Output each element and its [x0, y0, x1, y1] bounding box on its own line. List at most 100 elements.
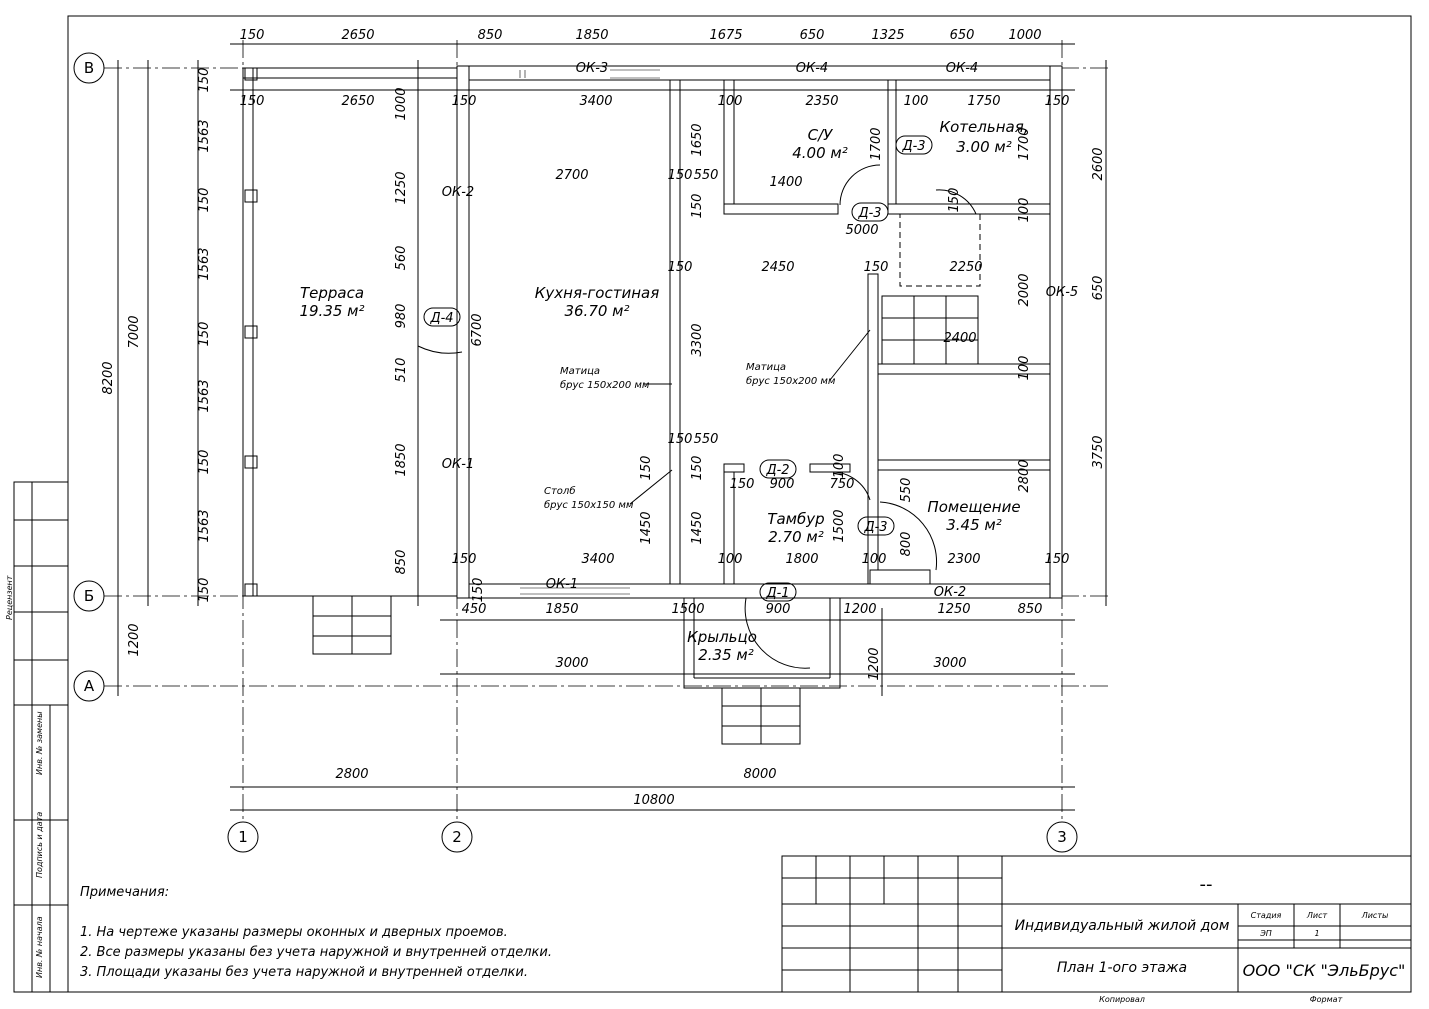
note-3: 3. Площади указаны без учета наружной и … — [80, 965, 528, 980]
dim-1400: 1400 — [769, 175, 802, 190]
room-terrace-area: 19.35 м² — [299, 302, 364, 320]
dim-550a: 550 — [694, 168, 719, 183]
opening-labels: ОК-3 ОК-4 ОК-4 ОК-2 ОК-1 ОК-1 ОК-2 ОК-5 … — [423, 61, 1078, 602]
dim-inner-8: 150 — [1045, 94, 1070, 109]
window-ok1b-label: ОК-1 — [546, 577, 578, 592]
axis-marker-1 — [227, 821, 259, 853]
dim-2300: 2300 — [947, 552, 980, 567]
dim-150c: 150 — [947, 188, 962, 213]
beam1-title: Матица — [560, 366, 600, 377]
dim-bot-6: 850 — [1018, 602, 1043, 617]
dim-2400: 2400 — [943, 331, 976, 346]
door-d4-label: Д-4 — [429, 311, 453, 326]
side-inv-original-label: Инв. № начала — [35, 916, 44, 978]
terrace-outline — [242, 67, 458, 597]
axis-lines — [104, 40, 1110, 820]
axis-marker-b — [73, 580, 105, 612]
post-spec: брус 150х150 мм — [544, 499, 634, 511]
dim-5000: 5000 — [845, 223, 878, 238]
side-inv-replacement-label: Инв. № замены — [35, 711, 44, 775]
dim-left-1: 1563 — [197, 119, 212, 152]
sheet-frame — [67, 15, 1412, 993]
note-1: 1. На чертеже указаны размеры оконных и … — [80, 925, 508, 940]
dim-terrace-r-0: 1000 — [394, 87, 409, 120]
dim-150l: 150 — [471, 578, 486, 603]
notes: Примечания: 1. На чертеже указаны размер… — [80, 885, 552, 980]
axis-marker-3 — [1046, 821, 1078, 853]
dim-terrace-r-6: 850 — [394, 550, 409, 575]
dim-150g: 150 — [639, 456, 654, 481]
axis-label-3: 3 — [1057, 828, 1067, 846]
door-swings — [417, 164, 977, 669]
axis-label-2: 2 — [452, 828, 462, 846]
west-wall — [456, 65, 470, 599]
stamp-sheet-title: План 1-ого этажа — [1057, 960, 1187, 976]
room-kitchen-area: 36.70 м² — [564, 302, 629, 320]
annotations: Матица брус 150х200 мм Матица брус 150х2… — [544, 329, 871, 511]
dim-left-5: 1563 — [197, 379, 212, 412]
door-d3b-label: Д-3 — [857, 206, 881, 221]
door-d2-label: Д-2 — [765, 463, 789, 478]
room-terrace-name: Терраса — [300, 284, 364, 302]
axis-label-a: А — [84, 677, 95, 695]
dim-inner-5: 2350 — [805, 94, 838, 109]
dim-inner-2: 150 — [452, 94, 477, 109]
dim-top-4: 1675 — [709, 28, 742, 43]
axis-marker-2 — [441, 821, 473, 853]
stamp-copied-label: Копировал — [1099, 995, 1145, 1004]
room-boiler-name: Котельная, — [939, 118, 1028, 136]
dim-inner-3: 3400 — [579, 94, 612, 109]
dim-right-3750: 3750 — [1091, 435, 1106, 468]
window-ok5-label: ОК-5 — [1046, 285, 1078, 300]
east-wall — [1049, 65, 1063, 599]
side-sign-date-label: Подпись и дата — [35, 812, 44, 878]
dim-150k: 150 — [690, 456, 705, 481]
dim-bot-4: 1200 — [843, 602, 876, 617]
dim-900a: 900 — [770, 477, 795, 492]
room-porch-name: Крыльцо — [687, 628, 757, 646]
dim-150b: 150 — [690, 194, 705, 219]
axis-label-1: 1 — [238, 828, 248, 846]
dim-2000: 2000 — [1017, 273, 1032, 306]
axis-marker-a — [73, 670, 105, 702]
dim-left-8: 150 — [197, 578, 212, 603]
stamp-sheets-header: Листы — [1361, 911, 1389, 920]
window-ok2b-label: ОК-2 — [934, 585, 966, 600]
room-utility-area: 3.45 м² — [946, 516, 1002, 534]
dim-2800: 2800 — [1017, 459, 1032, 492]
dim-bot-1: 1850 — [545, 602, 578, 617]
walls — [242, 65, 1063, 745]
dim-inner-6: 100 — [904, 94, 929, 109]
room-kitchen-name: Кухня-гостиная — [535, 284, 659, 302]
dimension-text: 150 2650 850 1850 1675 650 1325 650 1000… — [101, 28, 1106, 808]
dim-top-5: 650 — [800, 28, 825, 43]
note-2: 2. Все размеры указаны без учета наружно… — [80, 945, 552, 960]
dim-550c: 550 — [899, 478, 914, 503]
dim-bottom-10800: 10800 — [633, 793, 674, 808]
dim-150a: 150 — [668, 168, 693, 183]
dim-bottom-3000a: 3000 — [555, 656, 588, 671]
dim-left-total-1200: 1200 — [127, 623, 142, 656]
dim-150e: 150 — [864, 260, 889, 275]
room-wc-name: С/У — [808, 126, 834, 144]
dim-1700b: 1700 — [1017, 127, 1032, 160]
beam1-spec: брус 150х200 мм — [560, 379, 650, 391]
dimension-lines — [117, 43, 1107, 811]
dim-inner-4: 100 — [718, 94, 743, 109]
room-utility-name: Помещение — [927, 498, 1020, 516]
door-d3c-label: Д-3 — [863, 520, 887, 535]
room-wc-area: 4.00 м² — [792, 144, 848, 162]
dim-1450a: 1450 — [639, 511, 654, 544]
dim-bottom-3000b: 3000 — [933, 656, 966, 671]
dim-100a: 100 — [1017, 198, 1032, 223]
dim-100d: 100 — [718, 552, 743, 567]
room-porch-area: 2.35 м² — [698, 646, 754, 664]
dim-top-7: 650 — [950, 28, 975, 43]
dim-bot-2: 1500 — [671, 602, 704, 617]
dim-left-2: 150 — [197, 188, 212, 213]
dim-left-total-7000: 7000 — [127, 315, 142, 348]
title-block: -- Индивидуальный жилой дом План 1-ого э… — [781, 855, 1412, 1004]
dim-bot-0: 450 — [462, 602, 487, 617]
dim-150d: 150 — [668, 260, 693, 275]
